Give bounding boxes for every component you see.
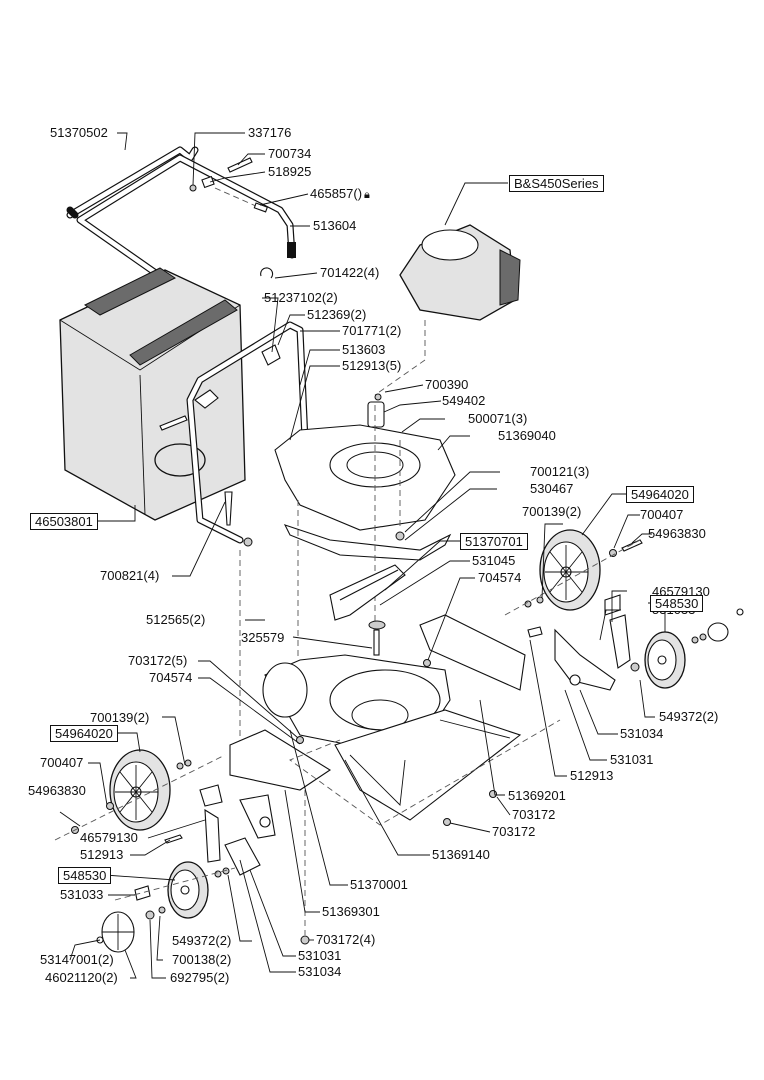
label-530467: 530467 [530, 481, 574, 496]
label-51369040: 51369040 [498, 428, 556, 443]
label-700821: 700821(4) [100, 568, 160, 583]
label-engine: B&S450Series [509, 175, 604, 192]
label-700139-left: 700139(2) [90, 710, 150, 725]
label-704574-right: 704574 [478, 570, 522, 585]
label-531031-left: 531031 [298, 948, 342, 963]
label-700407-left: 700407 [40, 755, 84, 770]
label-531031-right: 531031 [610, 752, 654, 767]
label-703172-b: 703172 [492, 824, 536, 839]
label-51369140: 51369140 [432, 847, 490, 862]
label-wheel-right-54964020: 54964020 [626, 486, 694, 503]
label-548530-right: 548530 [650, 595, 704, 612]
label-704574-left: 704574 [149, 670, 193, 685]
label-46579130-left: 46579130 [80, 830, 138, 845]
label-51369301: 51369301 [322, 904, 380, 919]
label-512565: 512565(2) [146, 612, 206, 627]
label-531034-left: 531034 [298, 964, 342, 979]
label-700138: 700138(2) [172, 952, 232, 967]
left-wheel-small [96, 861, 236, 953]
label-700734: 700734 [268, 146, 312, 161]
label-512913-5: 512913(5) [342, 358, 402, 373]
right-wheel-large [504, 529, 643, 616]
lower-handle [159, 321, 309, 770]
flap [329, 564, 406, 656]
right-wheel-small [527, 608, 744, 691]
label-701422: 701422(4) [320, 265, 380, 280]
label-51237102: 51237102(2) [264, 290, 338, 305]
label-700407-right: 700407 [640, 507, 684, 522]
engine [374, 224, 521, 396]
label-700390: 700390 [425, 377, 469, 392]
grass-bag [59, 267, 246, 521]
label-53147001: 53147001(2) [40, 952, 114, 967]
label-51370001: 51370001 [350, 877, 408, 892]
label-upper-handle: 51370502 [50, 125, 108, 140]
left-wheel-large [54, 749, 226, 841]
left-adjuster [164, 784, 276, 876]
label-54963830-left: 54963830 [28, 783, 86, 798]
label-549372-left: 549372(2) [172, 933, 232, 948]
label-700121: 700121(3) [530, 464, 590, 479]
label-531034-right: 531034 [620, 726, 664, 741]
label-325579: 325579 [241, 630, 285, 645]
label-465857: 465857()🔒︎ [310, 186, 370, 203]
label-703172-5: 703172(5) [128, 653, 188, 668]
side-brackets [229, 614, 561, 945]
blower-housing [274, 393, 456, 660]
label-500071: 500071(3) [468, 411, 528, 426]
label-518925: 518925 [268, 164, 312, 179]
upper-handle-bar [66, 146, 199, 219]
label-wheel-left-54964020: 54964020 [50, 725, 118, 742]
label-703172-a: 703172 [512, 807, 556, 822]
label-531045: 531045 [472, 553, 516, 568]
label-337176: 337176 [248, 125, 292, 140]
label-531033-left: 531033 [60, 887, 104, 902]
label-51369201: 51369201 [508, 788, 566, 803]
chassis-base [262, 654, 522, 821]
top-hardware [189, 157, 274, 279]
label-700139-right: 700139(2) [522, 504, 582, 519]
label-46503801: 46503801 [30, 513, 98, 530]
label-513604: 513604 [313, 218, 357, 233]
label-692795: 692795(2) [170, 970, 230, 985]
leader-lines [59, 132, 666, 979]
label-51370701: 51370701 [460, 533, 528, 550]
label-465857-text: 465857() [310, 186, 363, 201]
tie-symbol-icon: 🔒︎ [364, 189, 370, 201]
label-701771: 701771(2) [342, 323, 402, 338]
label-46021120: 46021120(2) [45, 970, 118, 985]
label-549372-right: 549372(2) [659, 709, 719, 724]
label-703172-4: 703172(4) [316, 932, 376, 947]
label-513603: 513603 [342, 342, 386, 357]
label-512913-right: 512913 [570, 768, 614, 783]
label-512369: 512369(2) [307, 307, 367, 322]
label-549402: 549402 [442, 393, 486, 408]
label-512913-left: 512913 [80, 847, 124, 862]
label-548530-left: 548530 [58, 867, 112, 884]
label-54963830-right: 54963830 [648, 526, 706, 541]
